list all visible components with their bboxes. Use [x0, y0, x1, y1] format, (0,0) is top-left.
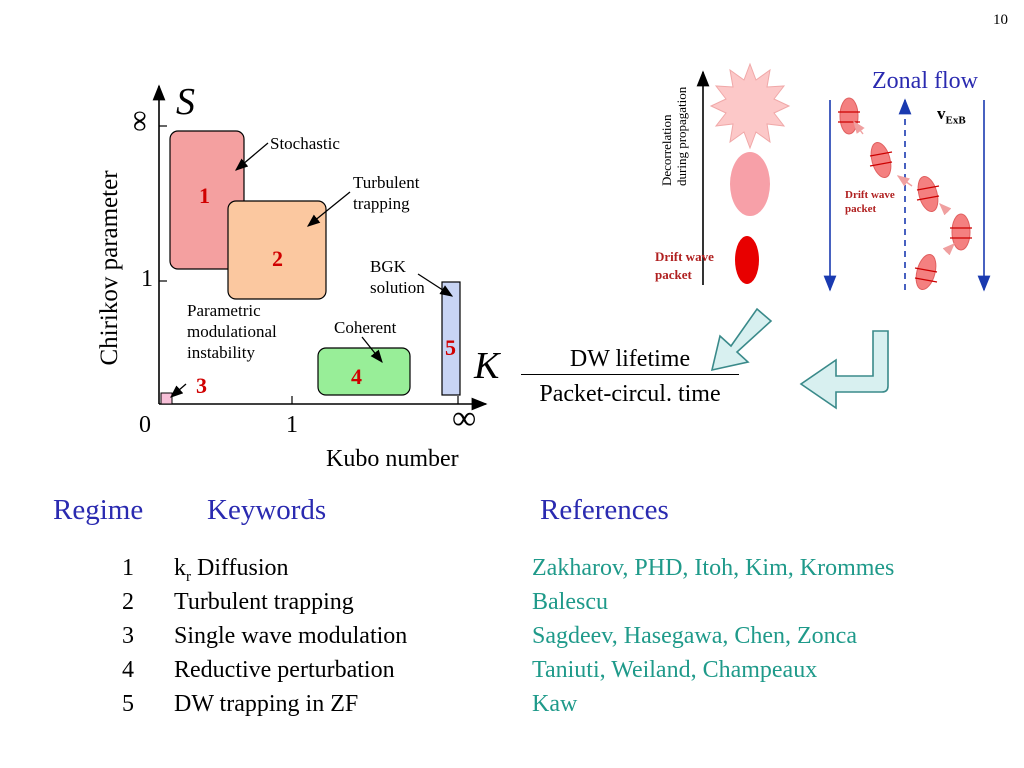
drift-wave-packet-label: Drift wave packet: [655, 249, 714, 282]
table-row: 1 kr Diffusion Zakharov, PHD, Itoh, Kim,…: [122, 555, 895, 585]
annotation-stochastic: Stochastic: [270, 134, 340, 153]
x-axis-symbol: K: [474, 345, 500, 387]
x-tick-one: 1: [286, 412, 298, 438]
x-axis-label: Kubo number: [326, 446, 459, 472]
region-3: [160, 392, 173, 405]
region-5-label: 5: [445, 335, 456, 360]
region-3-label: 3: [196, 373, 207, 398]
circulating-packets: [838, 97, 972, 291]
ratio-numerator: DW lifetime: [569, 346, 691, 372]
annotation-parametric: Parametric modulational instability: [187, 301, 277, 362]
annotation-coherent: Coherent: [334, 318, 397, 337]
header-references: References: [540, 494, 669, 526]
return-hollow-arrow: [799, 330, 889, 410]
spreading-packet: [730, 152, 770, 216]
ratio-denominator: Packet-circul. time: [539, 381, 721, 407]
region-4: [317, 347, 411, 396]
region-4-label: 4: [351, 364, 362, 389]
decorrelation-label: Decorrelation during propagation: [659, 86, 689, 186]
y-axis-symbol: S: [176, 81, 195, 123]
decorrelated-packet: [709, 62, 791, 150]
header-regime: Regime: [53, 494, 144, 526]
page-number: 10: [993, 12, 1008, 28]
region-5: [441, 281, 461, 396]
table-row: 4 Reductive perturbation Taniuti, Weilan…: [122, 657, 818, 683]
down-left-hollow-arrow: [710, 307, 773, 372]
table-row: 3 Single wave modulation Sagdeev, Hasega…: [122, 623, 857, 649]
y-tick-one: 1: [141, 266, 153, 292]
region-1: [169, 130, 245, 270]
ratio-bar: [521, 374, 739, 375]
region-2: [227, 200, 327, 300]
zonal-packet-label: Drift wave packet: [845, 189, 895, 215]
table-row: 5 DW trapping in ZF Kaw: [122, 691, 578, 717]
x-tick-zero: 0: [139, 412, 151, 438]
velocity-label: vExB: [937, 104, 966, 127]
table-row: 2 Turbulent trapping Balescu: [122, 589, 608, 615]
annotation-bgk-solution: BGK solution: [370, 257, 425, 297]
x-tick-infinity: ∞: [452, 400, 477, 437]
annotation-turbulent-trapping: Turbulent trapping: [353, 173, 420, 213]
zonal-flow-title: Zonal flow: [872, 68, 978, 94]
region-1-label: 1: [199, 183, 210, 208]
region-2-label: 2: [272, 246, 283, 271]
header-keywords: Keywords: [207, 494, 327, 526]
drift-wave-packet: [735, 236, 759, 284]
